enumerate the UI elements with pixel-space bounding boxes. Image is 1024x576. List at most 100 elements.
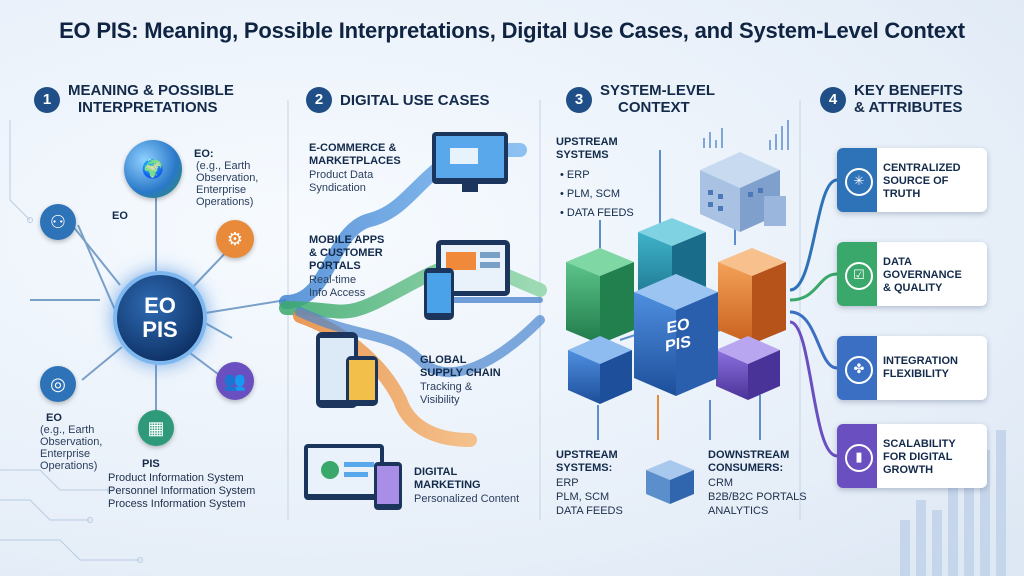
- benefit-governance-line1: DATA: [883, 256, 912, 268]
- eo-pis-hub: EO PIS: [113, 271, 207, 365]
- benefit-integration-line1: INTEGRATION: [883, 355, 958, 367]
- downstream-item-crm: CRM: [708, 477, 734, 489]
- use-case-ecommerce-title2: MARKETPLACES: [309, 155, 401, 167]
- use-case-supply-sub1: Tracking &: [420, 381, 473, 393]
- people-icon: 👥: [216, 362, 254, 400]
- use-case-marketing-title1: DIGITAL: [414, 466, 458, 478]
- upstream-top-heading2: SYSTEMS: [556, 149, 609, 161]
- use-case-mobile-title1: MOBILE APPS: [309, 234, 385, 246]
- benefit-card-integration: ✤ INTEGRATION FLEXIBILITY: [837, 336, 987, 400]
- mobile-devices-illustration: [316, 332, 378, 408]
- use-case-ecommerce-sub1: Product Data: [309, 169, 374, 181]
- upstream-bottom-item-feeds: DATA FEEDS: [556, 505, 623, 517]
- hierarchy-icon: ⚇: [40, 204, 76, 240]
- background-bars: [900, 430, 1006, 576]
- eo-low-line3: Enterprise: [40, 448, 91, 460]
- hub-line1: EO: [144, 293, 176, 318]
- use-case-supply-sub2: Visibility: [420, 394, 460, 406]
- upstream-top-item-erp: ERP: [560, 169, 590, 182]
- eo-top-heading: EO:: [194, 148, 214, 160]
- section-title-system-context-line2: CONTEXT: [618, 99, 690, 116]
- benefit-card-governance: ☑ DATA GOVERNANCE & QUALITY: [837, 242, 987, 306]
- eo-top-line4: Operations): [196, 196, 254, 208]
- pis-line3: Process Information System: [108, 498, 246, 510]
- section-title-benefits-line2: & ATTRIBUTES: [854, 99, 963, 116]
- use-case-mobile-sub1: Real-time: [309, 274, 357, 286]
- benefit-governance-line3: & QUALITY: [883, 282, 943, 294]
- benefit-scalability-line2: FOR DIGITAL: [883, 451, 953, 463]
- checklist-icon: ☑: [845, 262, 873, 290]
- section-title-meaning: MEANING & POSSIBLE INTERPRETATIONS: [68, 82, 268, 116]
- benefit-scalability-line3: GROWTH: [883, 464, 934, 476]
- downstream-heading2: CONSUMERS:: [708, 462, 784, 474]
- benefit-centralized-line2: SOURCE OF: [883, 175, 949, 187]
- building-illustration: [700, 152, 786, 232]
- upstream-bottom-item-erp: ERP: [556, 477, 579, 489]
- use-case-supply-title1: GLOBAL: [420, 354, 467, 366]
- phone-illustration: [424, 268, 454, 320]
- upstream-bottom-item-plm: PLM, SCM: [556, 491, 610, 503]
- benefit-connectors: [789, 178, 838, 458]
- use-case-ecommerce-title1: E-COMMERCE &: [309, 142, 397, 154]
- section-title-system-context-line1: SYSTEM-LEVEL: [600, 82, 716, 99]
- document-gear-icon: ⚙: [216, 220, 254, 258]
- pis-line2: Personnel Information System: [108, 485, 256, 497]
- mini-bar-charts: [703, 120, 789, 150]
- upstream-top-heading1: UPSTREAM: [556, 136, 618, 148]
- eo-low-line1: (e.g., Earth: [40, 424, 95, 436]
- upstream-top-item-plm: PLM, SCM: [560, 188, 620, 201]
- system-cubes: [566, 218, 786, 404]
- network-icon: ✳: [845, 168, 873, 196]
- eo-low-line2: Observation,: [40, 436, 103, 448]
- benefit-card-centralized: ✳ CENTRALIZED SOURCE OF TRUTH: [837, 148, 987, 212]
- use-case-marketing-sub1: Personalized Content: [414, 493, 520, 505]
- globe-icon: 🌍: [124, 140, 182, 198]
- benefit-governance-line2: GOVERNANCE: [883, 269, 962, 281]
- benefit-card-scalability: ▮ SCALABILITY FOR DIGITAL GROWTH: [837, 424, 987, 488]
- benefit-centralized-line1: CENTRALIZED: [883, 162, 961, 174]
- circuit-traces: [0, 120, 143, 563]
- benefit-card-text: INTEGRATION FLEXIBILITY: [883, 355, 979, 381]
- downstream-item-portals: B2B/B2C PORTALS: [708, 491, 807, 503]
- section-title-meaning-line2: INTERPRETATIONS: [78, 99, 218, 116]
- downstream-item-analytics: ANALYTICS: [708, 505, 769, 517]
- pis-line1: Product Information System: [108, 472, 244, 484]
- eo-top-line2: Observation,: [196, 172, 259, 184]
- downstream-heading1: DOWNSTREAM: [708, 449, 790, 461]
- ecommerce-monitor-illustration: [432, 132, 508, 192]
- benefit-scalability-line1: SCALABILITY: [883, 438, 956, 450]
- use-case-ecommerce-sub2: Syndication: [309, 182, 366, 194]
- section-title-use-cases-line1: DIGITAL USE CASES: [340, 92, 490, 109]
- section-number-1: 1: [34, 87, 60, 113]
- use-case-marketing-title2: MARKETING: [414, 479, 481, 491]
- grid-document-icon: ▦: [138, 410, 174, 446]
- eo-mid-label: EO: [112, 210, 128, 222]
- bar-chart-icon: ▮: [845, 444, 873, 472]
- section-title-benefits: KEY BENEFITS & ATTRIBUTES: [854, 82, 1014, 116]
- section-title-system-context: SYSTEM-LEVEL CONTEXT: [600, 82, 770, 116]
- hub-line2: PIS: [142, 317, 178, 342]
- hub-icon: ✤: [845, 356, 873, 384]
- use-case-mobile-title2: & CUSTOMER: [309, 247, 383, 259]
- globe-outline-icon: ◎: [40, 366, 76, 402]
- upstream-bottom-heading1: UPSTREAM: [556, 449, 618, 461]
- section-title-benefits-line1: KEY BENEFITS: [854, 82, 963, 99]
- benefit-card-text: CENTRALIZED SOURCE OF TRUTH: [883, 162, 979, 201]
- eo-low-heading: EO: [46, 412, 62, 424]
- benefit-integration-line2: FLEXIBILITY: [883, 368, 949, 380]
- section-number-3: 3: [566, 87, 592, 113]
- use-case-mobile-sub2: Info Access: [309, 287, 366, 299]
- benefit-centralized-line3: TRUTH: [883, 188, 921, 200]
- use-case-mobile-title3: PORTALS: [309, 260, 361, 272]
- eo-low-line4: Operations): [40, 460, 98, 472]
- eo-top-line1: (e.g., Earth: [196, 160, 251, 172]
- page-title: EO PIS: Meaning, Possible Interpretation…: [59, 18, 965, 43]
- section-title-meaning-line1: MEANING & POSSIBLE: [68, 82, 234, 99]
- section-number-4: 4: [820, 87, 846, 113]
- marketing-laptop-illustration: [304, 444, 402, 510]
- section-title-use-cases: DIGITAL USE CASES: [340, 92, 530, 109]
- eo-top-line3: Enterprise: [196, 184, 247, 196]
- benefit-card-text: SCALABILITY FOR DIGITAL GROWTH: [883, 438, 979, 477]
- pis-heading: PIS: [142, 458, 160, 470]
